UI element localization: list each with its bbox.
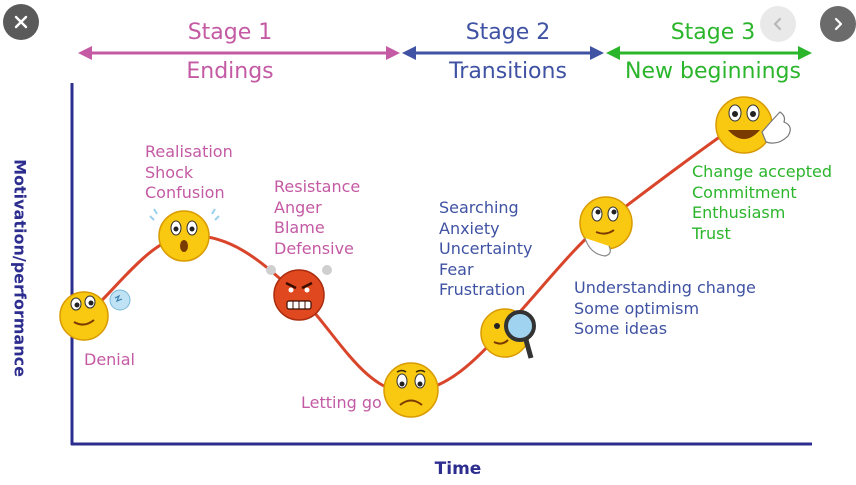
stage-2-title: Stage 2 (465, 20, 551, 45)
next-button[interactable] (820, 6, 856, 42)
resistance-face-icon (266, 265, 332, 321)
searching-label: Searching Anxiety Uncertainty Fear Frust… (439, 198, 533, 299)
x-axis-label: Time (434, 459, 482, 479)
denial-label: Denial (84, 350, 135, 369)
stage-3-arrow (606, 46, 812, 60)
stage-3-subtitle: New beginnings (625, 59, 801, 84)
denial-face-icon (59, 289, 131, 341)
stage-1-title: Stage 1 (187, 20, 273, 45)
searching-face-icon (480, 308, 536, 359)
accepted-face-icon (715, 96, 791, 154)
resistance-label: Resistance Anger Blame Defensive (274, 177, 361, 258)
realisation-face-icon (149, 208, 220, 262)
understanding-face-icon (579, 196, 633, 257)
letting-go-label: Letting go (301, 393, 382, 412)
accepted-label: Change accepted Commitment Enthusiasm Tr… (692, 162, 833, 243)
previous-button[interactable] (760, 6, 796, 42)
stage-2-subtitle: Transitions (449, 59, 567, 84)
stage-1-arrow (78, 46, 400, 60)
chevron-left-icon (773, 17, 782, 31)
stage-2-arrow (402, 46, 604, 60)
chevron-right-icon (834, 17, 843, 31)
understanding-label: Understanding change Some optimism Some … (574, 278, 756, 338)
realisation-label: Realisation Shock Confusion (145, 142, 233, 202)
close-button[interactable] (3, 4, 39, 40)
stage-3-title: Stage 3 (670, 20, 756, 45)
close-icon (14, 15, 28, 29)
stage-1-subtitle: Endings (186, 59, 274, 84)
letting-go-face-icon (383, 362, 439, 418)
